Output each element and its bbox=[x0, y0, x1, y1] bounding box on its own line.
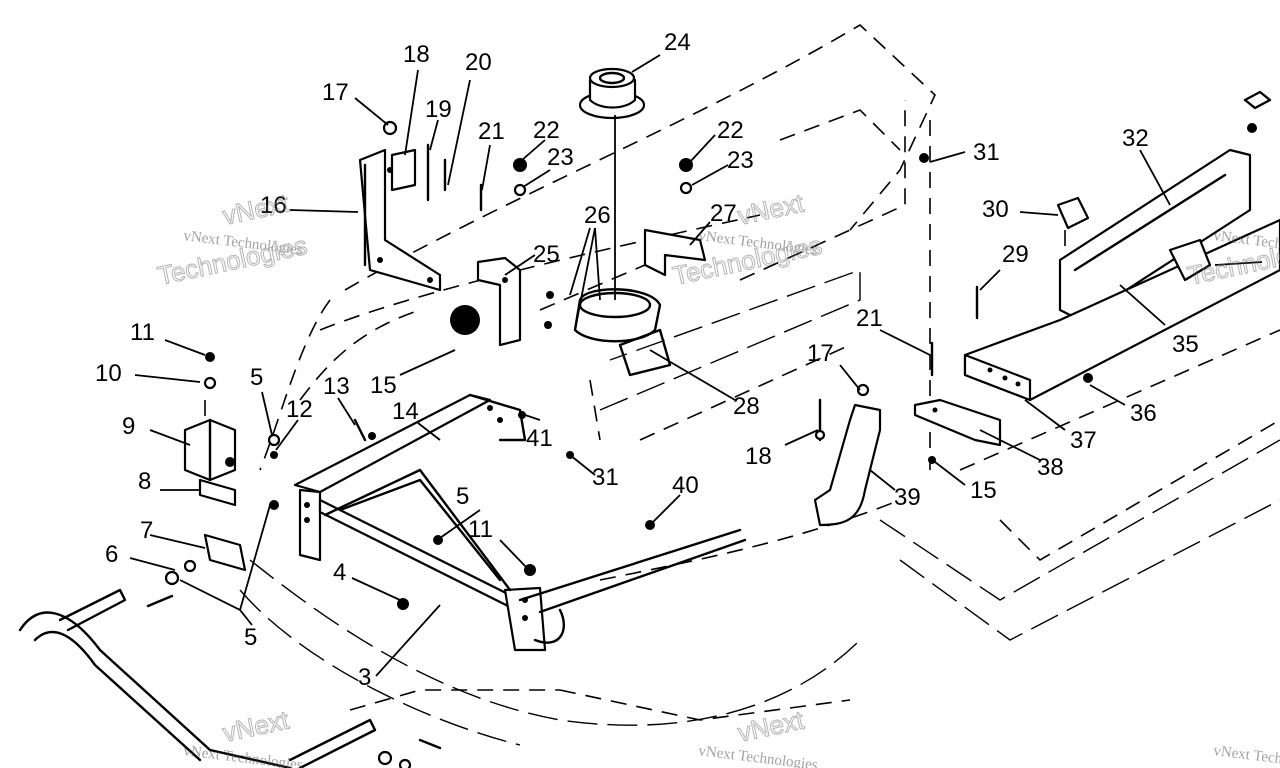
callout-4: 4 bbox=[333, 559, 346, 586]
main-frame bbox=[293, 393, 747, 652]
callout-40: 40 bbox=[672, 472, 699, 499]
callout-10: 10 bbox=[95, 360, 122, 387]
callout-5: 5 bbox=[244, 624, 257, 651]
right-bracket-27 bbox=[643, 228, 707, 277]
callout-15: 15 bbox=[370, 372, 397, 399]
callout-13: 13 bbox=[323, 373, 350, 400]
callout-8: 8 bbox=[138, 468, 151, 495]
callout-20: 20 bbox=[465, 49, 492, 76]
watermark-brand: vNext bbox=[735, 705, 807, 748]
watermark-company: vNext Technologies bbox=[1213, 743, 1280, 768]
callout-29: 29 bbox=[1002, 241, 1029, 268]
center-bracket bbox=[476, 256, 522, 347]
watermark-company: vNext Technologies bbox=[183, 743, 304, 768]
callout-35: 35 bbox=[1172, 331, 1199, 358]
fuel-neck bbox=[573, 288, 672, 377]
callout-37: 37 bbox=[1070, 427, 1097, 454]
callout-28: 28 bbox=[733, 393, 760, 420]
callout-labels: 3 4 5 5 5 6 7 8 9 10 11 11 12 13 14 15 1… bbox=[95, 29, 1199, 691]
watermark-brand: vNext bbox=[220, 705, 292, 748]
block-part-9 bbox=[183, 418, 237, 482]
callout-27: 27 bbox=[710, 200, 737, 227]
small-plate bbox=[390, 148, 417, 192]
watermark-brand: vNext bbox=[220, 188, 292, 231]
callout-5: 5 bbox=[250, 364, 263, 391]
watermark-brand: vNext bbox=[735, 188, 807, 231]
callout-11: 11 bbox=[468, 516, 493, 543]
leader-lines bbox=[129, 54, 1263, 677]
callout-22: 22 bbox=[717, 117, 744, 144]
callout-21: 21 bbox=[478, 118, 505, 145]
callout-14: 14 bbox=[392, 398, 419, 425]
fuel-cap bbox=[578, 67, 646, 120]
side-bracket-39 bbox=[813, 403, 882, 527]
callout-18: 18 bbox=[745, 443, 772, 470]
callout-36: 36 bbox=[1130, 400, 1157, 427]
side-rail-32 bbox=[1058, 148, 1252, 322]
callout-17: 17 bbox=[807, 340, 834, 367]
callout-25: 25 bbox=[533, 241, 560, 268]
callout-6: 6 bbox=[105, 541, 118, 568]
callout-19: 19 bbox=[425, 96, 452, 123]
callout-7: 7 bbox=[140, 517, 153, 544]
callout-38: 38 bbox=[1037, 454, 1064, 481]
plate-part-8 bbox=[198, 478, 237, 507]
callout-41: 41 bbox=[526, 425, 553, 452]
plate-part-7 bbox=[203, 533, 247, 572]
callout-26: 26 bbox=[584, 202, 611, 229]
callout-9: 9 bbox=[122, 413, 135, 440]
callout-21: 21 bbox=[856, 305, 883, 332]
front-rail bbox=[18, 588, 377, 768]
callout-16: 16 bbox=[260, 192, 287, 219]
callout-30: 30 bbox=[982, 196, 1009, 223]
clip-part-30 bbox=[1056, 196, 1090, 230]
step-rail-35 bbox=[913, 218, 1280, 447]
callout-11: 11 bbox=[130, 319, 155, 346]
callout-5: 5 bbox=[456, 483, 469, 510]
callout-31: 31 bbox=[973, 139, 1000, 166]
callout-17: 17 bbox=[322, 79, 349, 106]
callout-15: 15 bbox=[970, 477, 997, 504]
callout-31: 31 bbox=[592, 464, 619, 491]
callout-12: 12 bbox=[286, 396, 313, 423]
callout-24: 24 bbox=[664, 29, 691, 56]
callout-23: 23 bbox=[547, 144, 574, 171]
callout-39: 39 bbox=[894, 484, 921, 511]
callout-23: 23 bbox=[727, 147, 754, 174]
callout-3: 3 bbox=[358, 664, 371, 691]
fasteners bbox=[146, 90, 1272, 768]
watermark-company: vNext Technologies bbox=[698, 743, 819, 768]
callout-22: 22 bbox=[533, 117, 560, 144]
callout-18: 18 bbox=[403, 41, 430, 68]
callout-32: 32 bbox=[1122, 125, 1149, 152]
